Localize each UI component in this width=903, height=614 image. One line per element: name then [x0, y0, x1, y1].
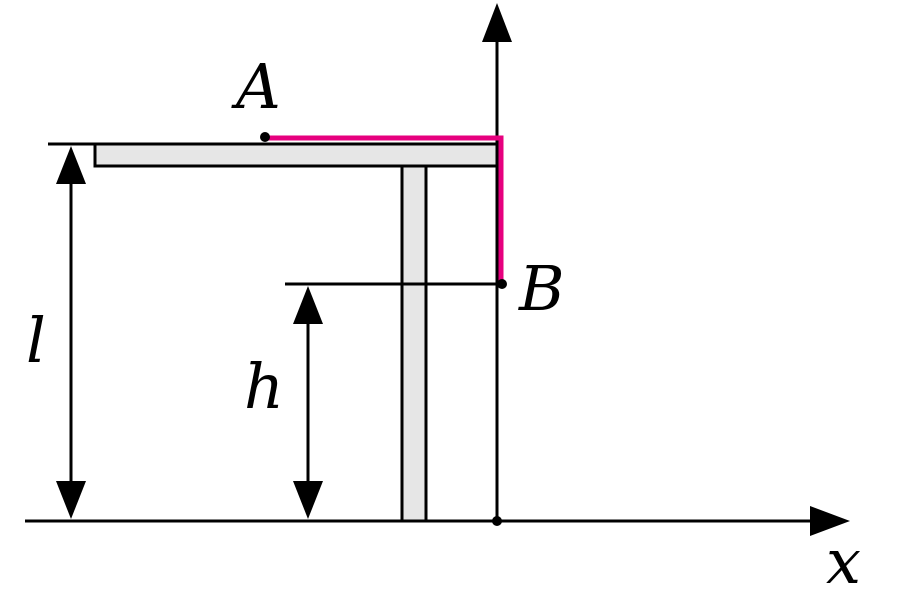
label-a: A	[231, 50, 281, 123]
dimension-h-arrow	[293, 286, 323, 519]
label-x: x	[826, 525, 861, 598]
x-axis-arrowhead	[810, 506, 850, 536]
path-a-to-b	[265, 135, 504, 284]
point-b-dot	[497, 279, 507, 289]
y-axis-arrowhead	[482, 3, 512, 42]
horizontal-beam	[93, 142, 499, 168]
origin-dot	[492, 516, 502, 526]
vertical-post	[400, 164, 428, 523]
dimension-l-arrow	[56, 146, 86, 519]
x-axis	[25, 506, 850, 536]
point-a-dot	[260, 132, 270, 142]
label-l: l	[26, 304, 46, 377]
label-b: B	[518, 252, 565, 325]
y-axis	[482, 3, 512, 521]
label-h: h	[244, 350, 284, 423]
